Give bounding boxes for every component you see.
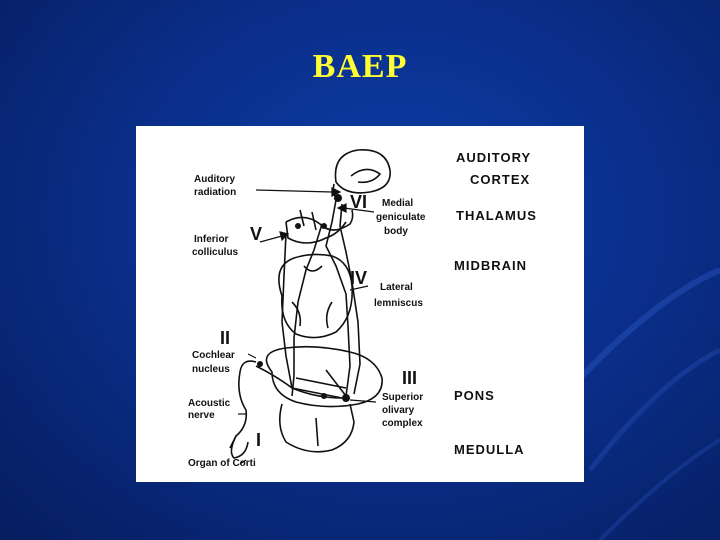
wave-label-ii: II <box>220 328 230 348</box>
cochlea-shape <box>229 360 257 449</box>
pathway-drawing: AUDITORY CORTEX THALAMUS MIDBRAIN PONS M… <box>188 149 537 469</box>
cortex-shape <box>334 149 391 194</box>
label-acoustic-nerve-2: nerve <box>188 410 215 421</box>
thalamus-shape <box>285 209 354 231</box>
superior-olivary-dot <box>342 394 350 402</box>
region-label-pons: PONS <box>454 388 495 403</box>
label-inferior-colliculus-1: Inferior <box>194 234 229 245</box>
region-label-auditory: AUDITORY <box>456 150 531 165</box>
label-superior-olivary-3: complex <box>382 418 423 429</box>
label-acoustic-nerve-1: Acoustic <box>188 398 231 409</box>
label-lateral-lemniscus-2: lemniscus <box>374 298 423 309</box>
label-cochlear-nucleus-1: Cochlear <box>192 350 235 361</box>
label-auditory-radiation-1: Auditory <box>194 174 236 185</box>
wave-label-iii: III <box>402 368 417 388</box>
region-label-medulla: MEDULLA <box>454 442 525 457</box>
wave-label-i: I <box>256 430 261 450</box>
auditory-pathway-diagram: AUDITORY CORTEX THALAMUS MIDBRAIN PONS M… <box>136 126 584 482</box>
label-medial-geniculate-3: body <box>384 226 408 237</box>
label-auditory-radiation-2: radiation <box>194 187 236 198</box>
region-label-cortex: CORTEX <box>470 172 530 187</box>
label-superior-olivary-1: Superior <box>382 392 423 403</box>
label-organ-of-corti: Organ of Corti <box>188 458 256 469</box>
midbrain-shape <box>278 253 353 339</box>
label-medial-geniculate-2: geniculate <box>376 212 426 223</box>
wave-label-iv: IV <box>350 268 367 288</box>
label-medial-geniculate-1: Medial <box>382 198 413 209</box>
label-cochlear-nucleus-2: nucleus <box>192 364 230 375</box>
region-label-thalamus: THALAMUS <box>456 208 537 223</box>
label-lateral-lemniscus-1: Lateral <box>380 282 413 293</box>
wave-label-vi: VI <box>350 192 367 212</box>
region-label-midbrain: MIDBRAIN <box>454 258 527 273</box>
slide-title: BAEP <box>312 48 408 85</box>
medial-geniculate-dot <box>334 194 342 202</box>
cochlear-nucleus-dot <box>257 361 263 367</box>
medulla-shape <box>278 403 355 453</box>
label-superior-olivary-2: olivary <box>382 405 415 416</box>
wave-label-v: V <box>250 224 262 244</box>
pons-shape <box>265 345 383 408</box>
label-inferior-colliculus-2: colliculus <box>192 247 239 258</box>
